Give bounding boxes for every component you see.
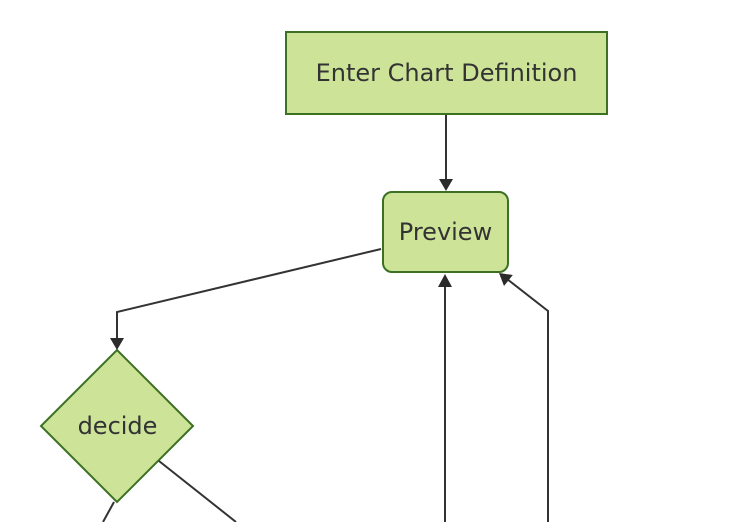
edge-decide-offscreen-left <box>102 501 115 522</box>
edge-bottom-to-preview <box>438 274 452 522</box>
edge-preview-to-decide <box>110 248 382 350</box>
edge-bottomright-to-preview <box>499 273 549 522</box>
edge-decide-offscreen-right <box>158 460 237 522</box>
node-decide-label: decide <box>77 412 158 440</box>
node-preview: Preview <box>382 191 509 273</box>
edge-enter-to-preview <box>439 115 453 191</box>
node-decide: decide <box>41 410 194 442</box>
decide-diamond-shape <box>39 348 195 504</box>
node-enter-chart-definition-label: Enter Chart Definition <box>315 58 578 87</box>
node-enter-chart-definition: Enter Chart Definition <box>285 31 608 115</box>
node-preview-label: Preview <box>398 217 493 246</box>
